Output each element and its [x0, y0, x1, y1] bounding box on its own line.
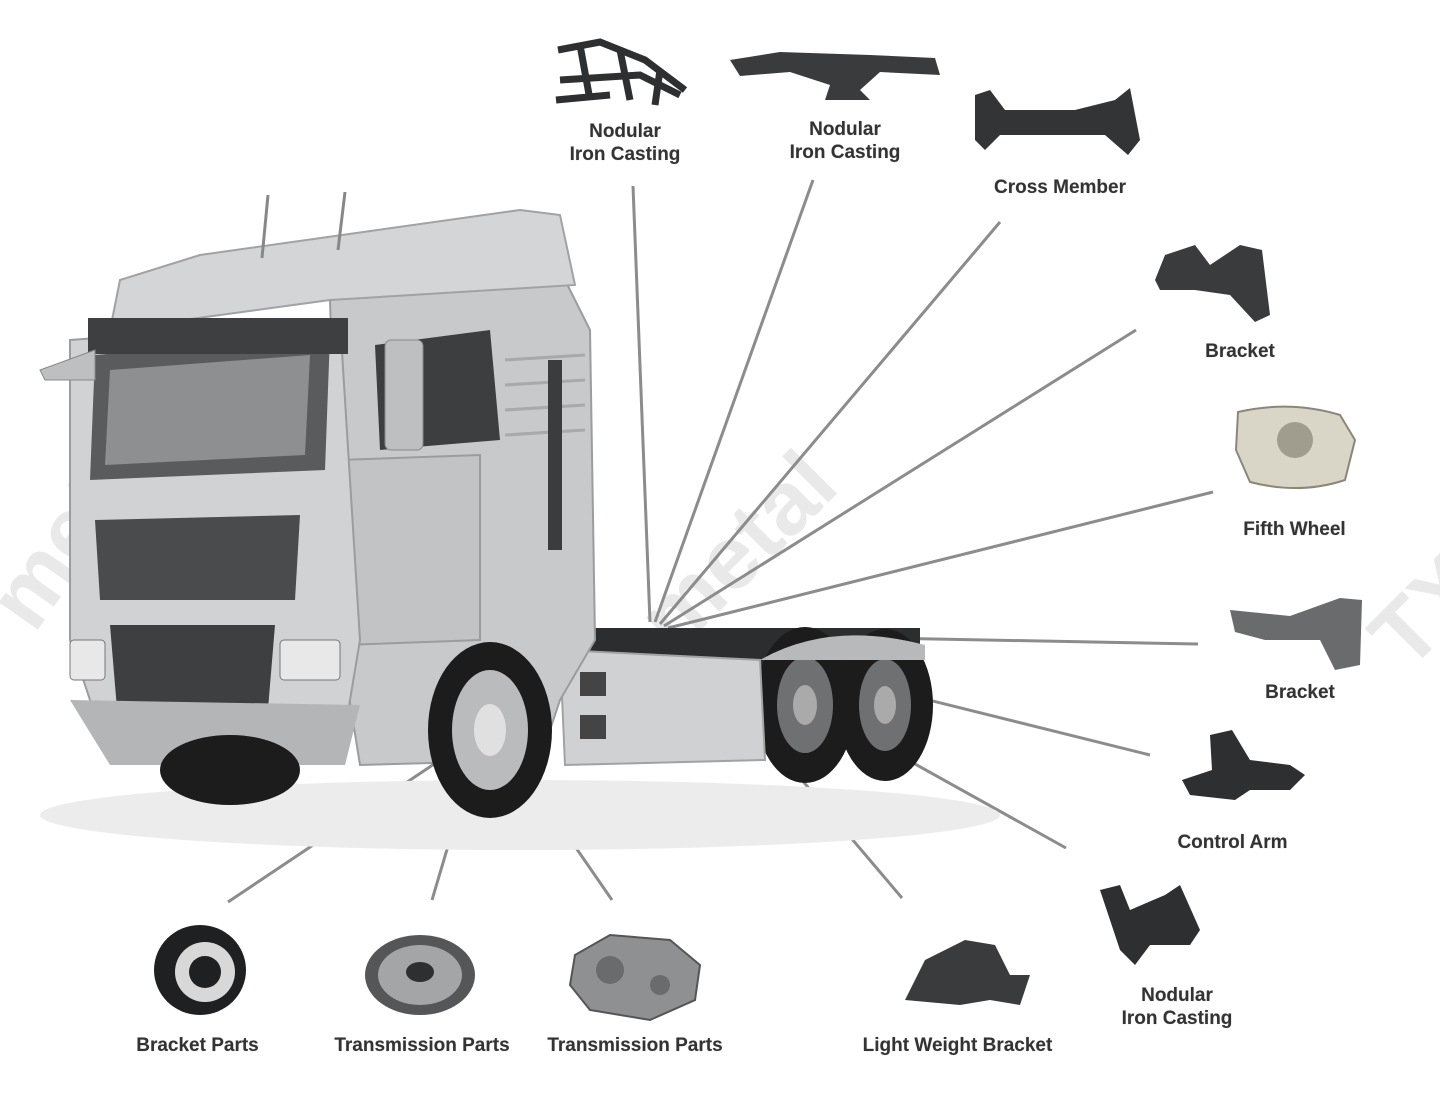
- label-bracket-2: Bracket: [1265, 682, 1335, 703]
- brake-shoe-icon: [154, 925, 246, 1015]
- headlight: [69, 639, 106, 681]
- label-bracket-parts: Bracket Parts: [136, 1035, 259, 1056]
- frame-casting-icon: [555, 38, 688, 106]
- casting-arm-icon: [1100, 885, 1200, 965]
- fifth-wheel-icon: [1234, 405, 1357, 489]
- turbine-icon: [365, 935, 475, 1015]
- rear-wheel: [755, 627, 855, 783]
- front-wheel: [160, 642, 552, 818]
- headlight: [279, 639, 341, 681]
- beam-casting-icon: [730, 52, 940, 100]
- bracket-arm-icon: [1230, 598, 1362, 670]
- grille: [95, 515, 300, 600]
- rear-wheel: [837, 629, 933, 781]
- bracket-icon: [1155, 245, 1270, 322]
- leader-lines: [227, 179, 1214, 904]
- light-bracket-icon: [905, 940, 1030, 1005]
- label-fifth-wheel: Fifth Wheel: [1243, 519, 1346, 540]
- label-control-arm: Control Arm: [1177, 832, 1288, 853]
- side-mirror: [384, 339, 424, 451]
- label-cross-member: Cross Member: [994, 177, 1126, 198]
- truck-illustration: [39, 191, 1000, 850]
- label-transmission-1: Transmission Parts: [334, 1035, 510, 1056]
- cross-member-icon: [975, 88, 1140, 155]
- gearbox-icon: [568, 933, 702, 1022]
- label-transmission-2: Transmission Parts: [547, 1035, 723, 1056]
- control-arm-icon: [1182, 730, 1305, 800]
- fuel-tank: [558, 648, 767, 767]
- label-light-weight-bracket: Light Weight Bracket: [862, 1035, 1053, 1056]
- label-bracket-1: Bracket: [1205, 341, 1275, 362]
